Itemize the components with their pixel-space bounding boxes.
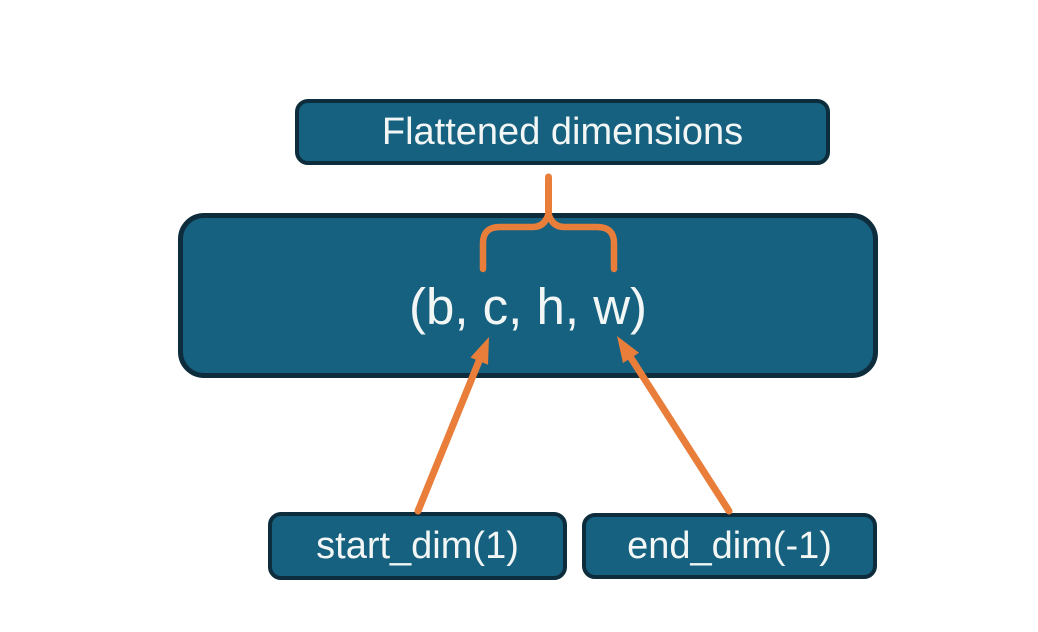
start-dim-label: start_dim(1) [316, 524, 519, 567]
end-dim-box: end_dim(-1) [582, 513, 877, 579]
flattened-dimensions-box: Flattened dimensions [295, 99, 830, 165]
tensor-shape-box: (b, c, h, w) [178, 213, 878, 378]
start-dim-box: start_dim(1) [268, 512, 567, 580]
flattened-dimensions-label: Flattened dimensions [381, 110, 744, 153]
end-dim-label: end_dim(-1) [627, 524, 832, 567]
tensor-shape-label: (b, c, h, w) [408, 278, 648, 335]
end-dim-arrow-line [627, 354, 733, 515]
start-dim-arrow-line [414, 357, 483, 515]
